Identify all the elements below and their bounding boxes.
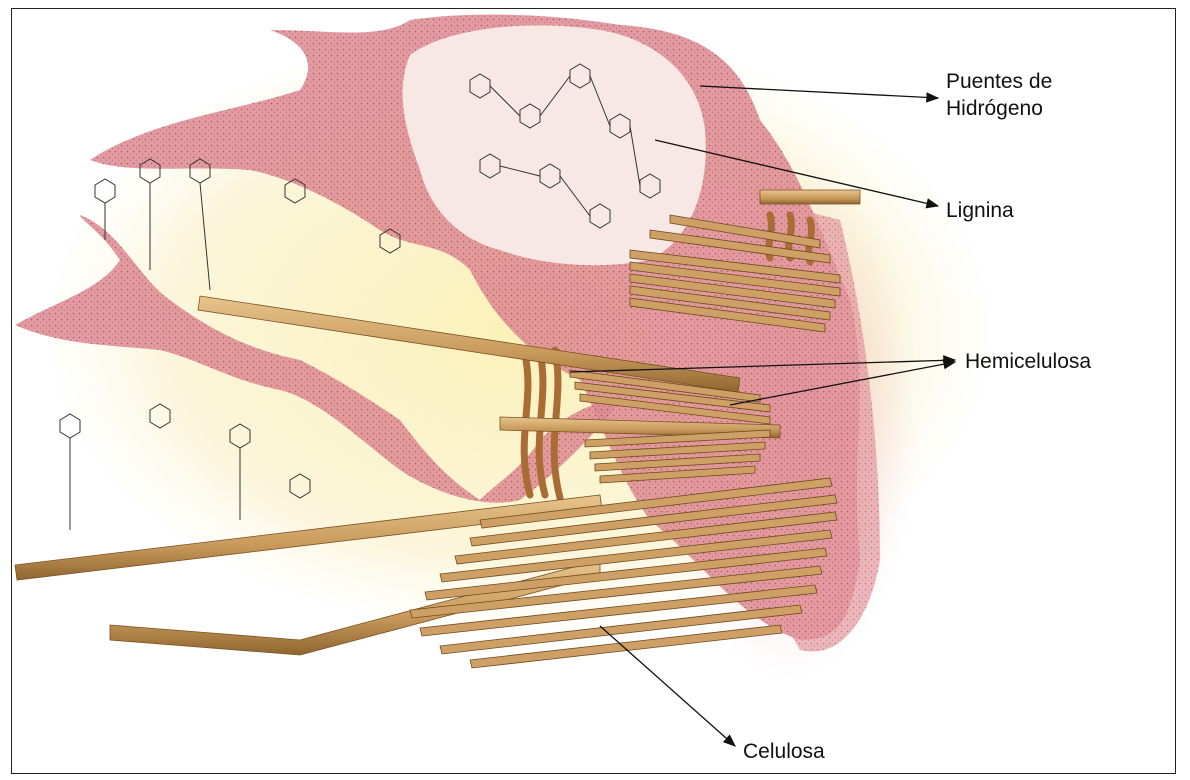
hemicellulose-label: Hemicelulosa (965, 348, 1091, 375)
lignin-label: Lignina (946, 197, 1014, 224)
hydrogen-label-line1: Puentes de (946, 68, 1052, 95)
cellulose-label: Celulosa (743, 738, 825, 765)
hydrogen-label-line2: Hidrógeno (946, 95, 1052, 122)
hydrogen-bonds-label: Puentes de Hidrógeno (946, 68, 1052, 122)
